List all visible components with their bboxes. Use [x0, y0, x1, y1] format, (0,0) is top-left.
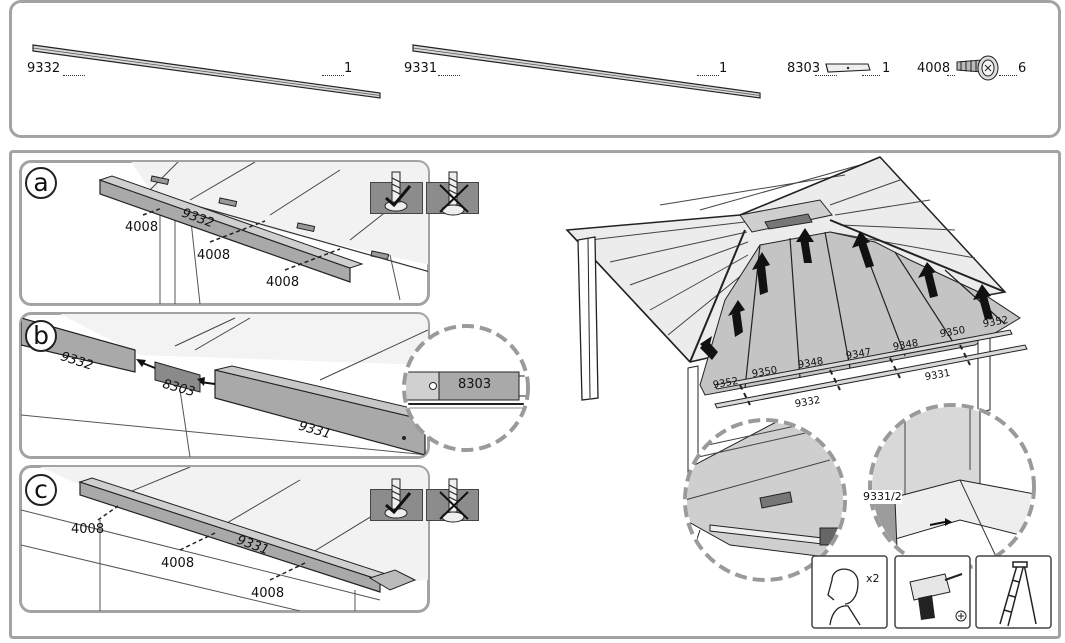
cross-icon	[439, 491, 469, 520]
step-c-screw-3: 4008	[251, 586, 285, 601]
step-a-circle: a	[25, 167, 57, 199]
part-9331-qty: 1	[719, 61, 728, 76]
screw-4008-drawing	[956, 55, 999, 81]
dots	[862, 75, 880, 76]
part-8303-qty: 1	[882, 61, 891, 76]
magnifier-circle-icon	[402, 324, 530, 452]
checkmark-icon	[385, 185, 412, 208]
person-icon	[827, 568, 861, 626]
part-8303-code: 8303	[787, 61, 821, 76]
part-9331-code: 9331	[404, 61, 438, 76]
cross-icon	[439, 184, 469, 213]
arrow-up-icon	[700, 228, 993, 360]
step-c-circle: c	[25, 474, 57, 506]
dots	[438, 75, 460, 76]
ladder-icon	[999, 561, 1037, 627]
drill-icon	[909, 573, 967, 622]
people-count: x2	[866, 572, 880, 585]
dots	[815, 75, 837, 76]
dots	[63, 75, 85, 76]
checkmark-icon	[385, 492, 412, 515]
dots	[947, 75, 955, 76]
zoom-connector-label: 8303	[458, 377, 492, 392]
part-9332-code: 9332	[27, 61, 61, 76]
connector-8303-drawing	[825, 63, 871, 73]
dots	[322, 75, 344, 76]
dots	[697, 75, 719, 76]
step-a-screw-1: 4008	[125, 220, 159, 235]
corner-label: 9331/2	[863, 490, 902, 504]
step-a-screw-3: 4008	[266, 275, 300, 290]
part-4008-qty: 6	[1018, 61, 1027, 76]
part-9332-qty: 1	[344, 61, 353, 76]
magnifier-circle-icon	[683, 418, 847, 582]
screw-icon	[441, 171, 465, 216]
step-c-screw-1: 4008	[71, 522, 105, 537]
step-b-circle: b	[25, 320, 57, 352]
dots	[999, 75, 1017, 76]
magnifier-circle-icon	[868, 403, 1036, 571]
part-4008-code: 4008	[917, 61, 951, 76]
rail-9332-drawing	[32, 44, 381, 99]
rail-9331-drawing	[412, 44, 761, 99]
step-a-screw-2: 4008	[197, 248, 231, 263]
step-c-screw-2: 4008	[161, 556, 195, 571]
